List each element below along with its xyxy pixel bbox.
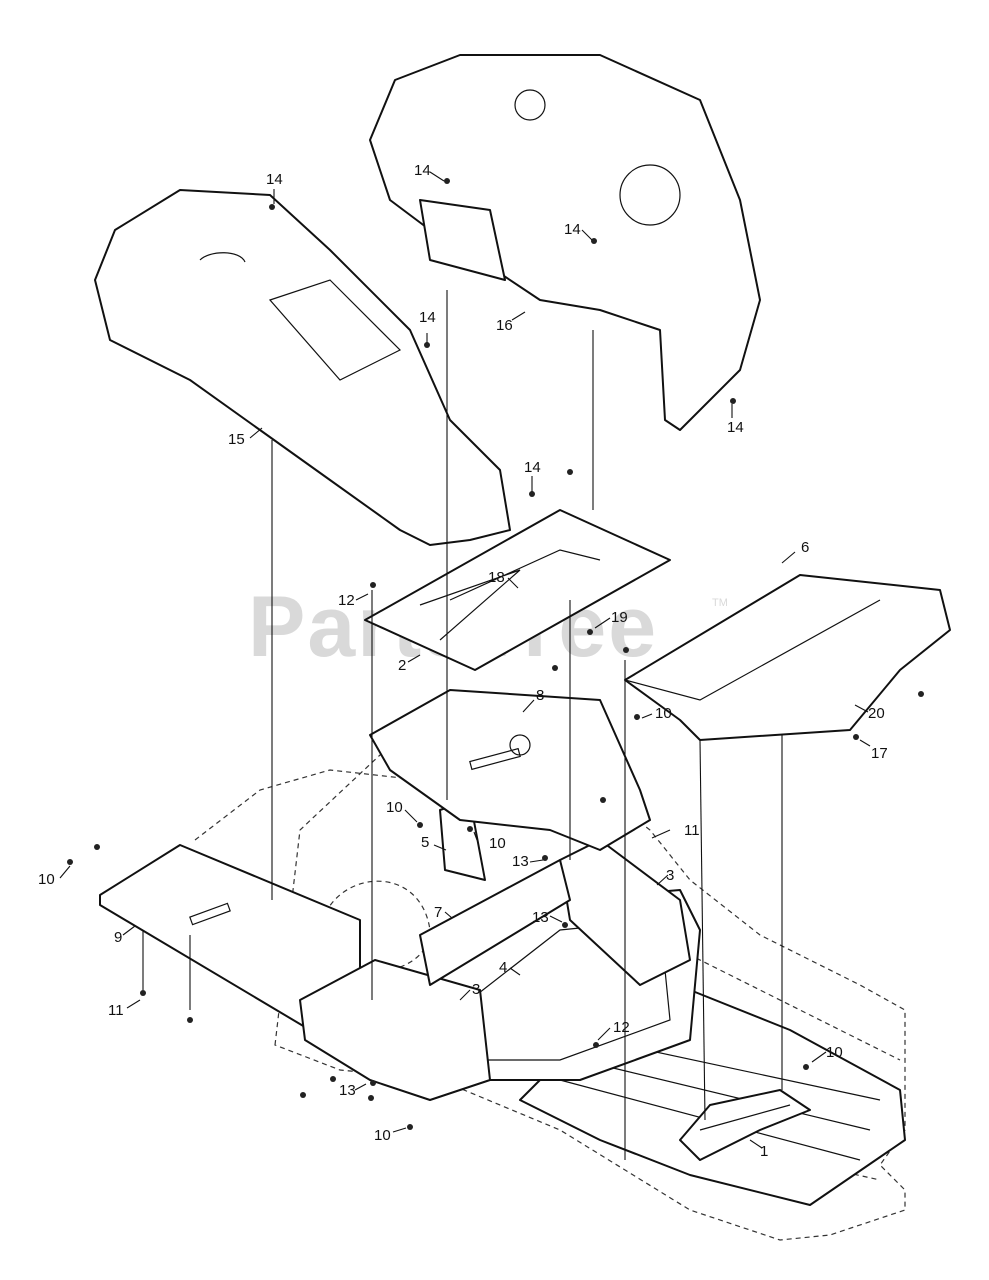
callout-14: 14 (419, 309, 436, 326)
part-7-front-frame (299, 839, 691, 1101)
callout-15: 15 (228, 431, 245, 448)
callout-14: 14 (266, 171, 283, 188)
callout-10: 10 (374, 1127, 391, 1144)
callout-14: 14 (564, 221, 581, 238)
callout-2: 2 (398, 657, 406, 674)
part-16-fender (369, 54, 761, 431)
callout-10: 10 (386, 799, 403, 816)
callout-17: 17 (871, 745, 888, 762)
callout-10: 10 (38, 871, 55, 888)
callout-18: 18 (488, 569, 505, 586)
part-8-cover (369, 689, 651, 851)
part-15-fender (94, 189, 511, 546)
callout-13: 13 (532, 909, 549, 926)
callout-12: 12 (613, 1019, 630, 1036)
callout-13: 13 (339, 1082, 356, 1099)
callout-3: 3 (472, 981, 480, 998)
callout-3: 3 (666, 867, 674, 884)
part-2-plate (364, 509, 671, 671)
callouts: 14 14 14 14 14 14 15 16 6 12 18 19 2 8 1… (38, 162, 888, 1160)
leader-lines (59, 171, 871, 1149)
callout-5: 5 (421, 834, 429, 851)
callout-10: 10 (489, 835, 506, 852)
callout-7: 7 (434, 904, 442, 921)
callout-9: 9 (114, 929, 122, 946)
callout-1: 1 (760, 1143, 768, 1160)
callout-6: 6 (801, 539, 809, 556)
alignment-lines (142, 290, 783, 1160)
callout-14: 14 (414, 162, 431, 179)
part-20-footrest (624, 574, 951, 741)
callout-4: 4 (499, 959, 507, 976)
part-1-bracket (679, 1089, 811, 1161)
callout-19: 19 (611, 609, 628, 626)
watermark-tm: TM (712, 597, 728, 609)
hardware (67, 178, 924, 1130)
callout-10: 10 (826, 1044, 843, 1061)
callout-10: 10 (655, 705, 672, 722)
callout-20: 20 (868, 705, 885, 722)
callout-12: 12 (338, 592, 355, 609)
callout-11: 11 (684, 822, 700, 839)
callout-11: 11 (108, 1002, 124, 1019)
callout-13: 13 (512, 853, 529, 870)
callout-8: 8 (536, 687, 544, 704)
callout-16: 16 (496, 317, 513, 334)
callout-14: 14 (727, 419, 744, 436)
callout-14: 14 (524, 459, 541, 476)
